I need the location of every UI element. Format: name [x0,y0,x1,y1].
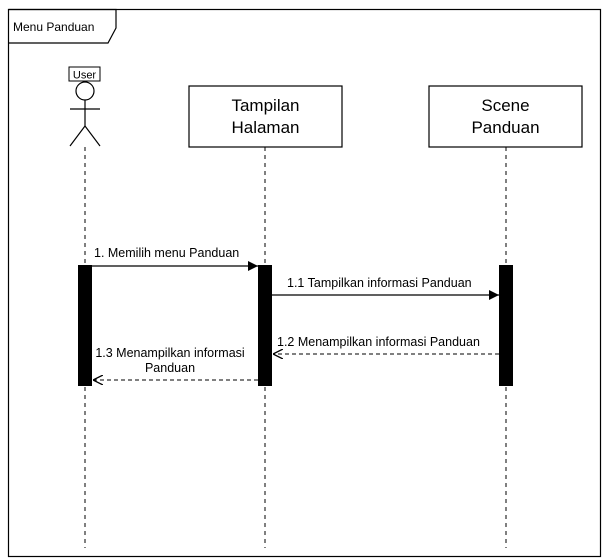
actor-user: User [68,66,101,147]
activation-tampilan [258,265,272,386]
actor-head [75,81,95,101]
participant-tampilan-box [188,85,343,148]
message-1-label: 1. Memilih menu Panduan [94,246,239,260]
frame-title-tab [8,8,117,44]
message-1-3-label-line2: Panduan [145,361,195,375]
message-1-2-label: 1.2 Menampilkan informasi Panduan [277,335,480,349]
actor-user-label: User [73,70,97,82]
participant-scene-panduan: Scene Panduan [428,85,583,148]
participant-tampilan-label-line1: Tampilan [231,96,299,115]
frame-border [7,8,602,558]
participant-scene-label-line2: Panduan [471,118,539,137]
participant-scene-box [428,85,583,148]
activation-scene [499,265,513,386]
actor-left-leg [69,125,86,147]
message-1-3-label-bg [92,343,257,375]
participant-tampilan-label-line2: Halaman [231,118,299,137]
participant-tampilan-halaman: Tampilan Halaman [188,85,343,148]
participant-scene-label-line1: Scene [481,96,529,115]
actor-user-label-box [68,66,101,82]
frame-title: Menu Panduan [13,20,94,34]
actor-right-leg [84,125,101,147]
activation-user [78,265,92,386]
message-1-1-label: 1.1 Tampilkan informasi Panduan [287,276,472,290]
message-1-3-label-line1: 1.3 Menampilkan informasi [95,346,244,360]
